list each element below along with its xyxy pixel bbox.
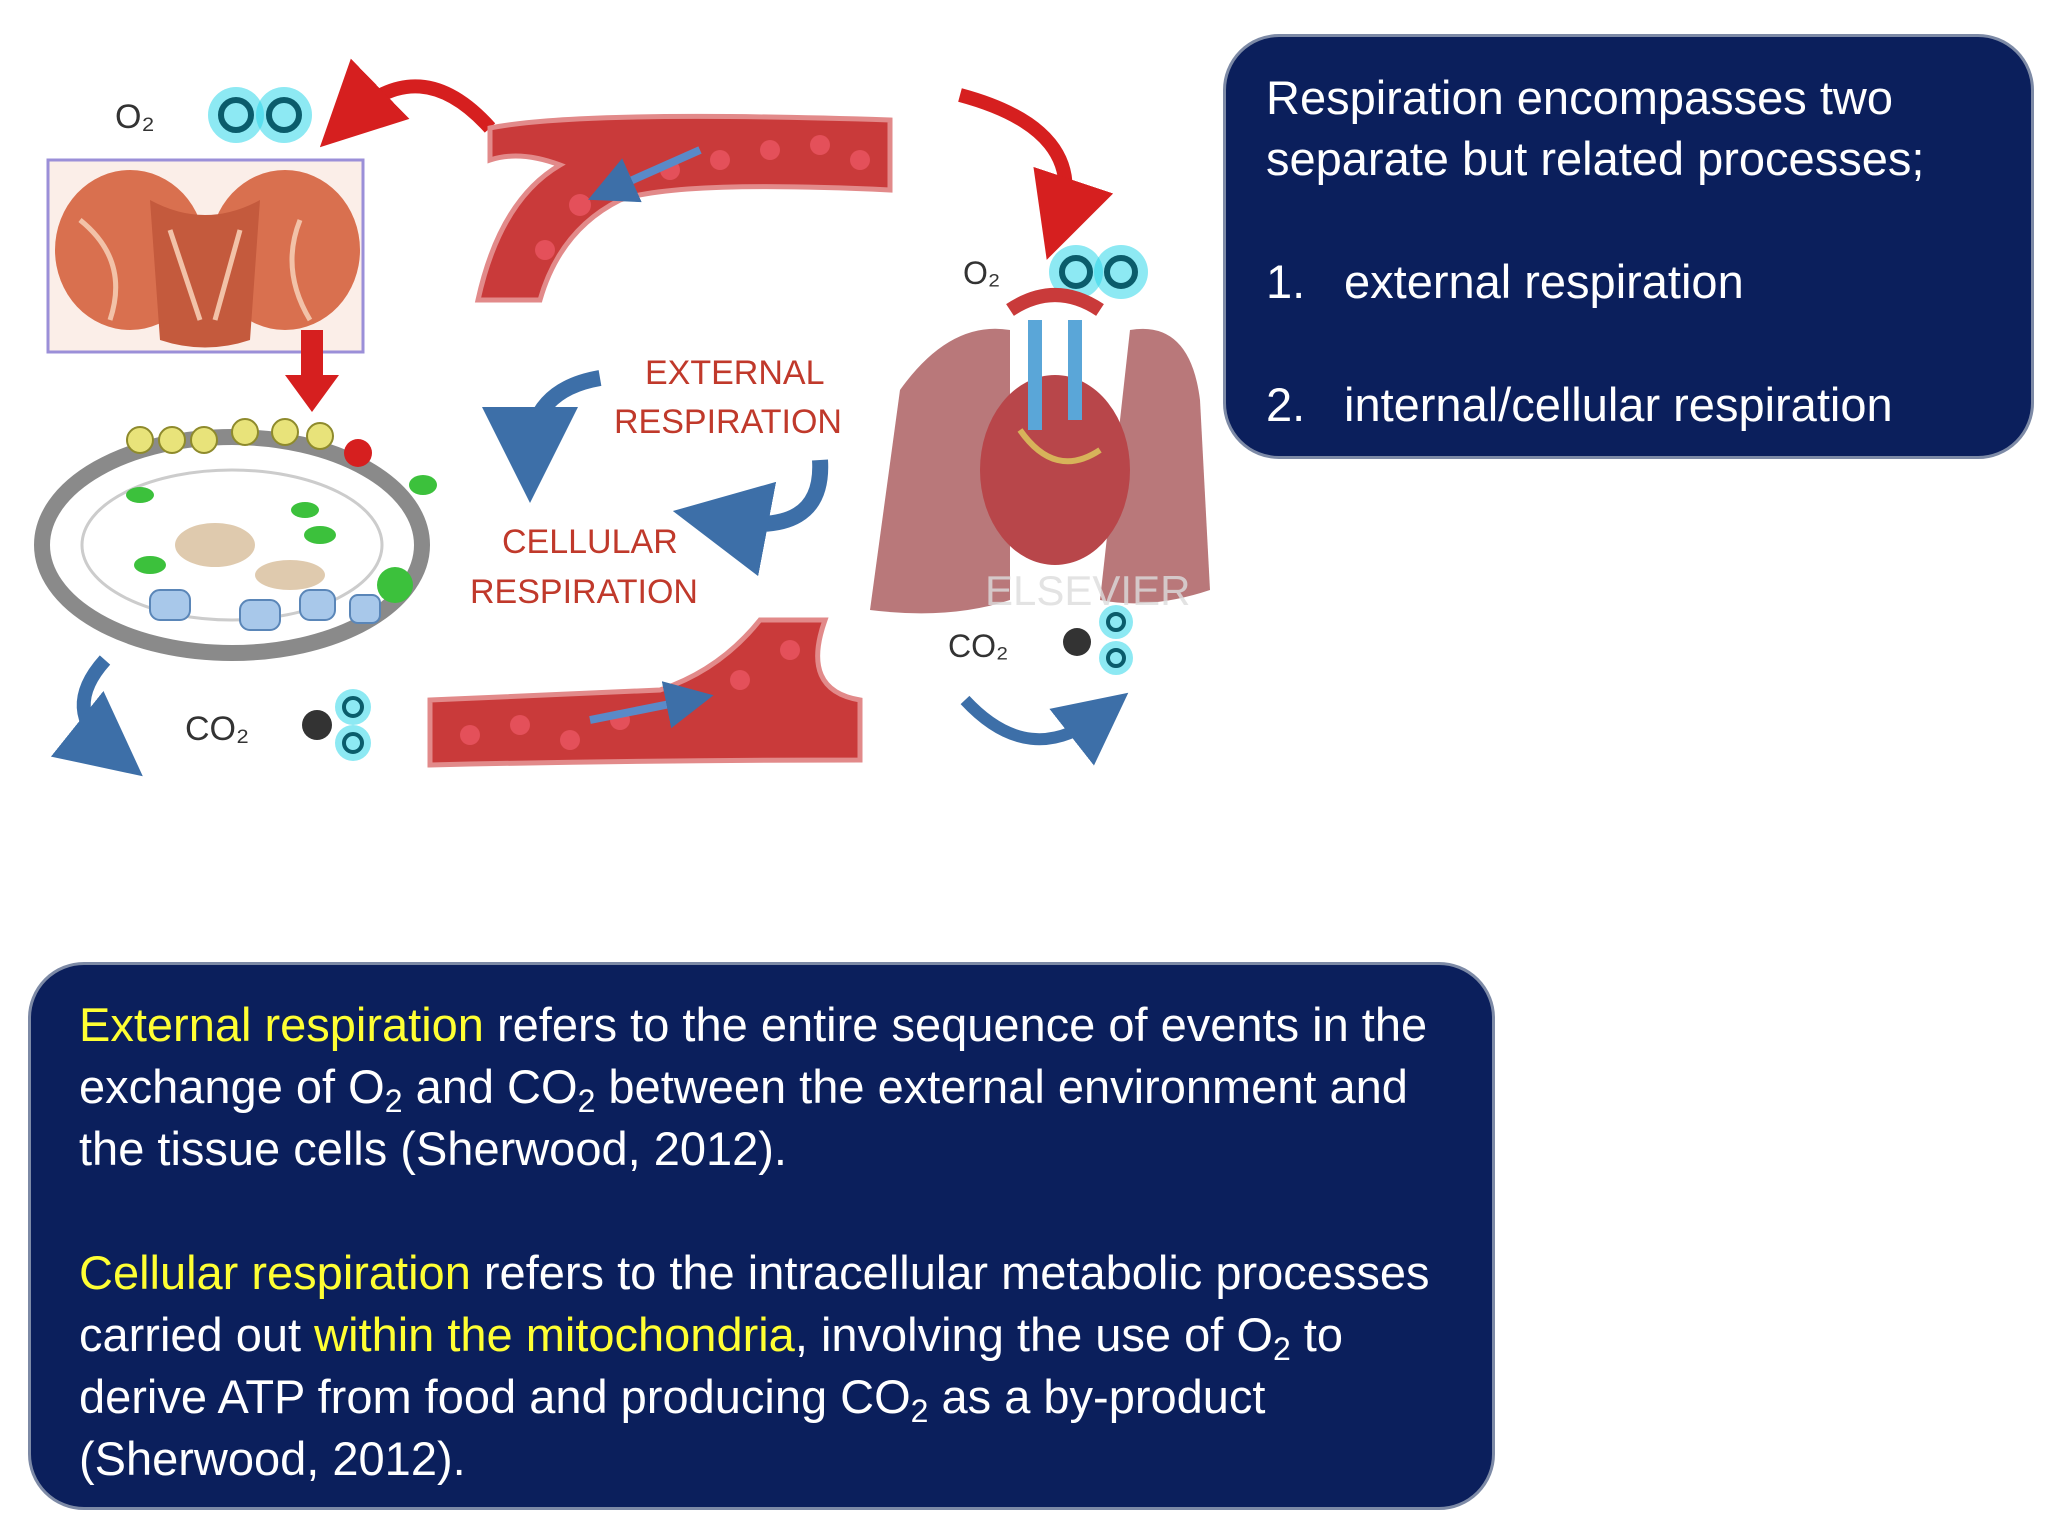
mitochondria-cell-illustration bbox=[34, 418, 437, 661]
definition-text: and CO bbox=[402, 1060, 578, 1113]
respiration-diagram: O₂ bbox=[34, 58, 1210, 777]
subscript: 2 bbox=[1272, 1331, 1291, 1367]
external-respiration-term: External respiration bbox=[79, 998, 484, 1051]
list-item: 1. external respiration bbox=[1266, 251, 2011, 312]
list-item: 2. internal/cellular respiration bbox=[1266, 374, 2011, 435]
blood-vessel-top bbox=[474, 113, 893, 303]
lungs-heart-illustration: ELSEVIER bbox=[870, 288, 1210, 614]
red-curved-arrow-top-left bbox=[319, 58, 496, 148]
external-label-line1: EXTERNAL bbox=[645, 354, 825, 392]
o2-molecule-right: O₂ bbox=[963, 245, 1148, 299]
list-item-number: 1. bbox=[1266, 255, 1306, 308]
blue-cycle-arrow-lower bbox=[672, 459, 829, 577]
summary-box: Respiration encompasses two separate but… bbox=[1223, 34, 2034, 459]
definition-text: refers to the entire sequence of events … bbox=[79, 998, 1428, 1113]
definition-text: to derive ATP from food and producing CO bbox=[79, 1308, 1343, 1423]
subscript: 2 bbox=[910, 1393, 929, 1429]
co2-label-right: CO₂ bbox=[948, 628, 1008, 664]
cellular-respiration-definition: Cellular respiration refers to the intra… bbox=[79, 1242, 1462, 1490]
external-respiration-definition: External respiration refers to the entir… bbox=[79, 994, 1462, 1180]
external-label-line2: RESPIRATION bbox=[614, 403, 842, 441]
mitochondria-highlight: within the mitochondria bbox=[314, 1308, 795, 1361]
red-curved-arrow-top-right bbox=[958, 88, 1114, 260]
blue-curved-arrow-bottom-right bbox=[960, 692, 1129, 766]
red-down-arrow bbox=[285, 330, 339, 412]
process-list: 1. external respiration 2. internal/cell… bbox=[1266, 251, 2011, 435]
co2-molecule-bottom-left: CO₂ bbox=[185, 689, 371, 761]
blood-vessel-bottom bbox=[427, 617, 863, 768]
o2-label-right: O₂ bbox=[963, 255, 1000, 291]
cellular-label-line2: RESPIRATION bbox=[470, 573, 698, 611]
co2-label: CO₂ bbox=[185, 710, 249, 748]
cellular-label-line1: CELLULAR bbox=[502, 523, 678, 561]
summary-intro: Respiration encompasses two separate but… bbox=[1266, 71, 1925, 185]
list-item-text: internal/cellular respiration bbox=[1344, 378, 1893, 431]
subscript: 2 bbox=[384, 1083, 403, 1119]
definitions-box: External respiration refers to the entir… bbox=[28, 962, 1495, 1510]
co2-molecule-right: CO₂ bbox=[948, 605, 1133, 675]
subscript: 2 bbox=[577, 1083, 596, 1119]
watermark-text: ELSEVIER bbox=[985, 567, 1190, 614]
blue-cycle-arrow-upper bbox=[482, 370, 602, 503]
definition-text: refers to the intracellular metabolic pr… bbox=[79, 1246, 1430, 1361]
definition-text: between the external environment and the… bbox=[79, 1060, 1408, 1175]
cellular-respiration-term: Cellular respiration bbox=[79, 1246, 471, 1299]
o2-molecule-top-left: O₂ bbox=[115, 87, 312, 143]
list-item-text: external respiration bbox=[1344, 255, 1744, 308]
o2-label: O₂ bbox=[115, 98, 155, 136]
muscle-illustration bbox=[46, 158, 365, 354]
definition-text: as a by-product (Sherwood, 2012). bbox=[79, 1370, 1266, 1485]
definition-text: , involving the use of O bbox=[794, 1308, 1273, 1361]
blue-curved-arrow-bottom-left bbox=[50, 655, 143, 777]
list-item-number: 2. bbox=[1266, 378, 1306, 431]
